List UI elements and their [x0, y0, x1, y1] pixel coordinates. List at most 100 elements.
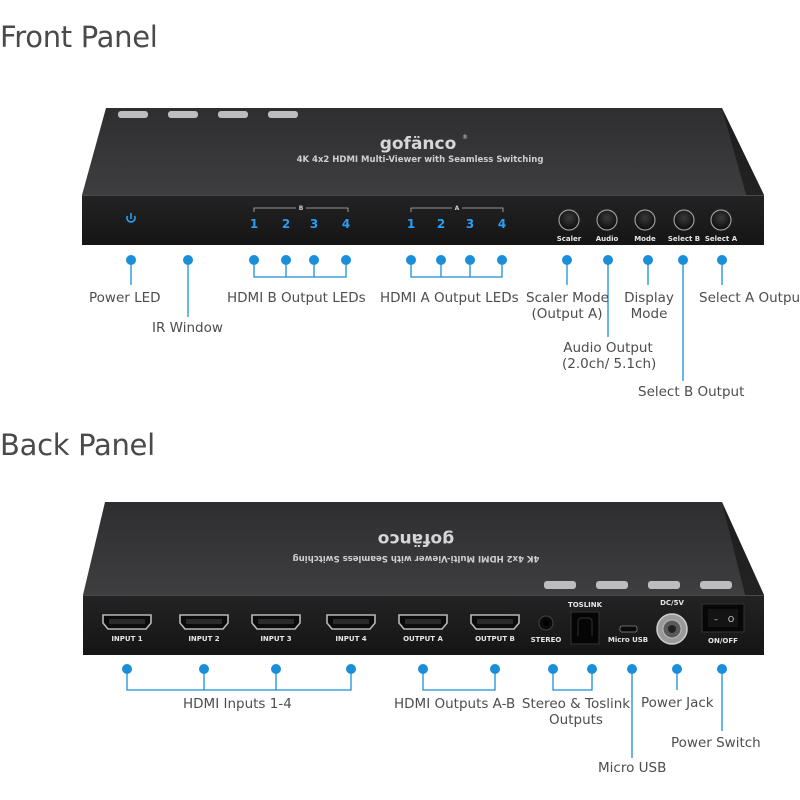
output-a-hdmi-port: OUTPUT A	[398, 614, 448, 643]
callout-hdmi-a-leds: HDMI A Output LEDs	[380, 290, 519, 306]
audio-button-knob[interactable]	[596, 209, 618, 231]
badge-4k30hz	[118, 111, 148, 118]
select-a-button-label: Select A	[705, 235, 738, 243]
registered-mark: ®	[462, 134, 468, 141]
callout-stereo-toslink-line2: Outputs	[549, 712, 603, 728]
callout-audio-output-line2: (2.0ch/ 5.1ch)	[562, 356, 657, 372]
front-callout-dot	[465, 255, 475, 265]
back-callout-dot	[587, 664, 597, 674]
callout-display-mode-line2: Mode	[630, 306, 668, 322]
hdmi-ports: INPUT 1 INPUT 2 INPUT 3 INPUT 4 OUTPUT A OUTP…	[102, 614, 520, 643]
front-device: gofänco ® 4K 4x2 HDMI Multi-Viewer with …	[82, 108, 764, 245]
back-callout-dot	[672, 664, 682, 674]
audio-button[interactable]: Audio	[596, 209, 619, 243]
stereo-label: STEREO	[531, 636, 562, 644]
callout-power-switch: Power Switch	[671, 735, 761, 751]
scaler-button[interactable]: Scaler	[557, 209, 582, 243]
front-callout-dot	[603, 255, 613, 265]
back-top-badges	[544, 581, 732, 589]
mode-button-label: Mode	[634, 235, 656, 243]
input-2-label: INPUT 2	[188, 635, 219, 643]
front-callout-dot	[562, 255, 572, 265]
back-callout-dot	[717, 664, 727, 674]
front-callout-dot	[717, 255, 727, 265]
badge-dual-display-back	[648, 581, 680, 589]
front-callout-dot	[309, 255, 319, 265]
group-a-bracket	[410, 207, 504, 212]
callout-hdmi-outputs: HDMI Outputs A-B	[394, 696, 516, 712]
front-callout-dots	[126, 255, 727, 265]
dc-label: DC/5V	[660, 599, 684, 607]
badge-seamless-back	[596, 581, 628, 589]
micro-usb-label: Micro USB	[608, 636, 648, 644]
hdmi-a-led-3: 3	[466, 217, 474, 231]
output-b-label: OUTPUT B	[475, 635, 515, 643]
micro-usb-port	[619, 625, 638, 633]
brand-logo-back: gofänco	[378, 529, 455, 549]
input-2-hdmi-port: INPUT 2	[179, 614, 229, 643]
hdmi-b-led-1: 1	[250, 217, 258, 231]
select-b-button-label: Select B	[668, 235, 700, 243]
output-b-hdmi-port: OUTPUT B	[470, 614, 520, 643]
callout-scaler-mode-line2: (Output A)	[531, 306, 603, 322]
back-callout-lines	[126, 669, 723, 758]
front-callout-dot	[281, 255, 291, 265]
input-4-label: INPUT 4	[335, 635, 366, 643]
badge-scaler	[268, 111, 298, 118]
mode-button[interactable]: Mode	[634, 209, 656, 243]
back-callout-dots	[122, 664, 727, 674]
hdmi-a-led-4: 4	[498, 217, 506, 231]
scaler-button-label: Scaler	[557, 235, 582, 243]
dc-power-jack	[656, 613, 688, 645]
callout-power-led: Power LED	[89, 290, 161, 306]
front-callout-dot	[126, 255, 136, 265]
front-callout-dot	[341, 255, 351, 265]
front-callout-dot	[406, 255, 416, 265]
input-1-label: INPUT 1	[111, 635, 142, 643]
callout-stereo-toslink: Stereo & Toslink Outputs	[520, 696, 632, 728]
back-callout-dot	[627, 664, 637, 674]
model-text: 4K 4x2 HDMI Multi-Viewer with Seamless S…	[297, 155, 544, 165]
callout-select-a: Select A Output	[699, 290, 800, 306]
hdmi-b-led-2: 2	[282, 217, 290, 231]
stereo-jack	[538, 615, 554, 631]
power-switch[interactable]	[701, 603, 745, 633]
back-device-top-face	[83, 502, 764, 595]
model-text-back: 4K 4x2 HDMI Multi-Viewer with Seamless S…	[293, 553, 540, 563]
front-callout-dot	[249, 255, 259, 265]
front-callout-dot	[436, 255, 446, 265]
select-a-button-knob[interactable]	[710, 209, 732, 231]
front-callout-dot	[678, 255, 688, 265]
group-a-label: A	[455, 205, 460, 212]
mode-button-knob[interactable]	[634, 209, 656, 231]
hdmi-a-led-1: 1	[407, 217, 415, 231]
badge-dual-display	[168, 111, 198, 118]
callout-power-jack: Power Jack	[641, 695, 714, 711]
select-b-button[interactable]: Select B	[668, 209, 700, 243]
callout-display-mode-line1: Display	[624, 290, 674, 306]
front-callout-dot	[183, 255, 193, 265]
back-callout-dot	[122, 664, 132, 674]
select-a-button[interactable]: Select A	[705, 209, 738, 243]
select-b-button-knob[interactable]	[673, 209, 695, 231]
front-panel-title: Front Panel	[0, 20, 158, 54]
back-callout-dot	[490, 664, 500, 674]
front-buttons: Scaler Audio Mode Select B Select A	[557, 209, 738, 243]
scaler-button-knob[interactable]	[558, 209, 580, 231]
switch-label: ON/OFF	[708, 637, 738, 645]
callout-select-b: Select B Output	[638, 384, 745, 400]
power-led-icon	[126, 213, 136, 223]
group-b-bracket	[253, 207, 349, 212]
switch-on-mark: O	[728, 615, 734, 624]
hdmi-b-led-3: 3	[310, 217, 318, 231]
back-callout-dot	[199, 664, 209, 674]
audio-button-label: Audio	[596, 235, 619, 243]
callout-hdmi-inputs: HDMI Inputs 1-4	[183, 696, 292, 712]
back-panel-title: Back Panel	[0, 428, 155, 462]
front-device-front-face	[82, 195, 764, 245]
callout-micro-usb: Micro USB	[598, 760, 667, 776]
switch-off-mark: –	[714, 615, 718, 624]
input-3-hdmi-port: INPUT 3	[251, 614, 301, 643]
toslink-port	[570, 611, 600, 645]
front-device-top-face	[82, 108, 764, 195]
